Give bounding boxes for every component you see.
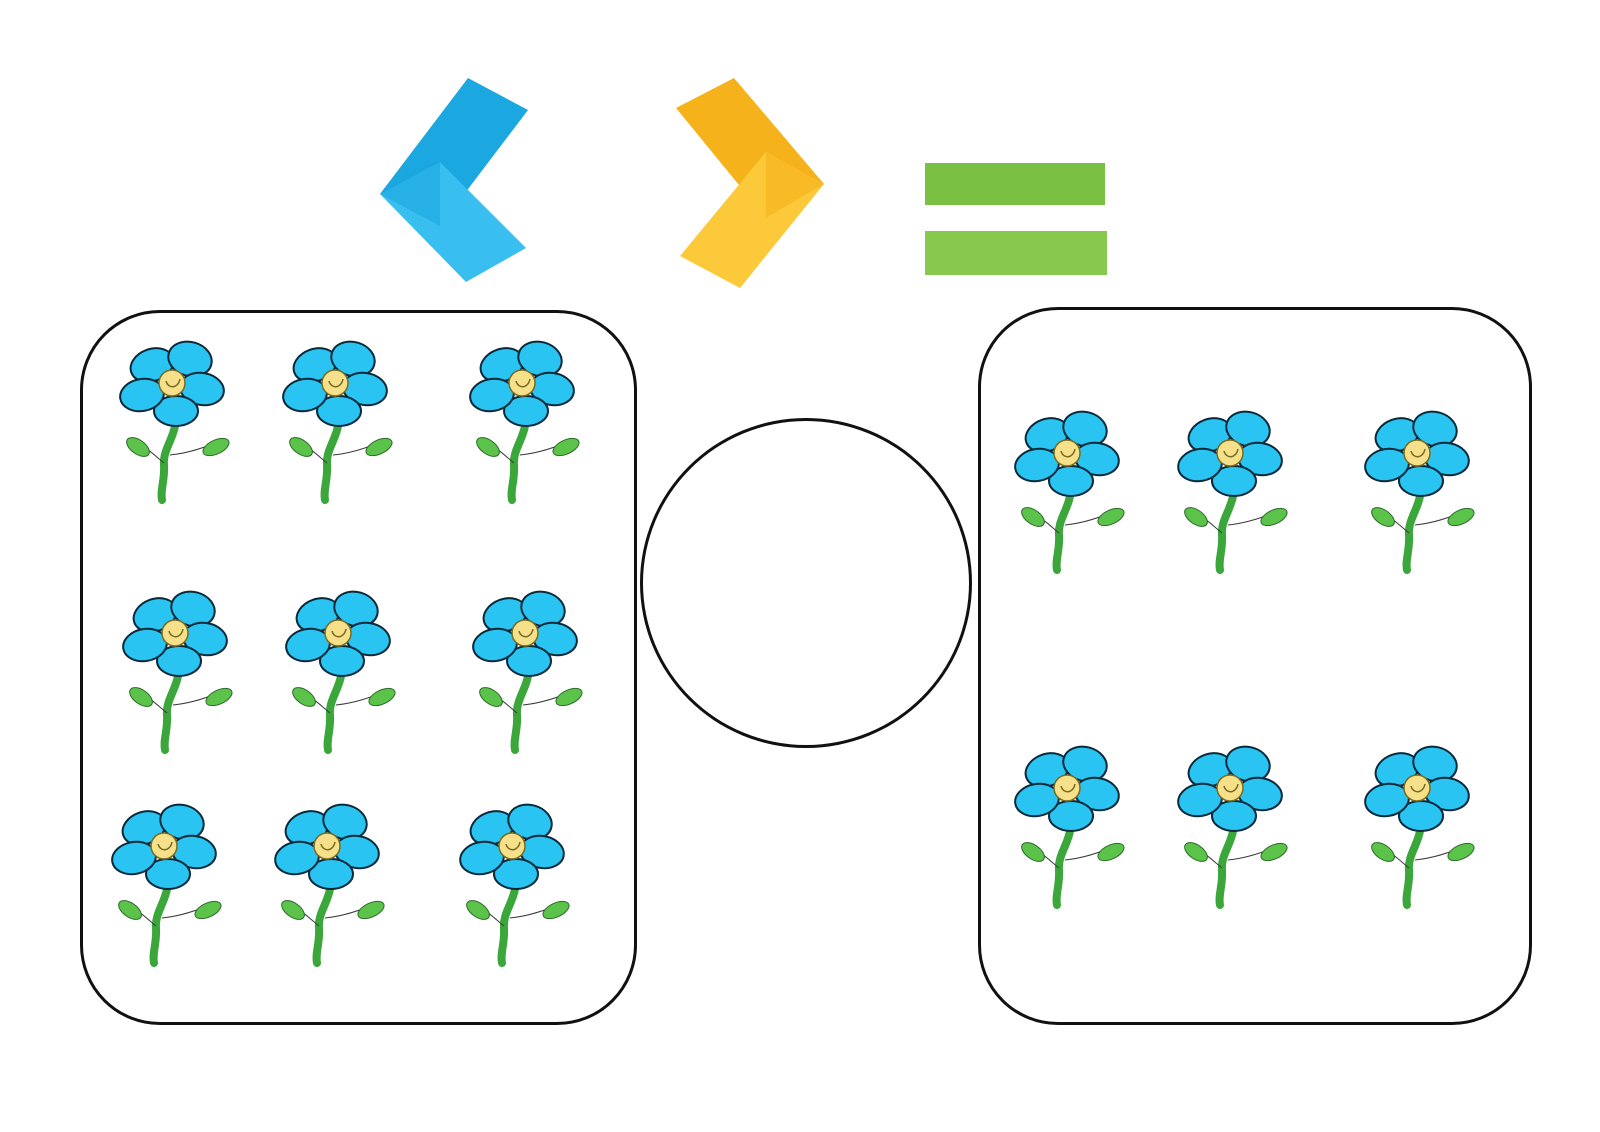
right-flower-2-icon — [1170, 405, 1300, 575]
less-than-joint — [380, 162, 440, 226]
answer-circle[interactable] — [640, 418, 972, 748]
left-flower-8-icon — [267, 798, 397, 968]
left-flower-6-icon — [465, 585, 595, 755]
left-flower-9-icon — [452, 798, 582, 968]
equals-top-bar — [925, 163, 1105, 205]
right-flower-4-icon — [1007, 740, 1137, 910]
right-flower-3-icon — [1357, 405, 1487, 575]
equals-symbol[interactable] — [920, 158, 1110, 283]
less-than-symbol[interactable] — [370, 70, 540, 295]
equals-bottom-bar — [925, 231, 1107, 275]
left-flower-1-icon — [112, 335, 242, 505]
greater-than-joint — [766, 152, 824, 218]
left-flower-7-icon — [104, 798, 234, 968]
right-flower-1-icon — [1007, 405, 1137, 575]
left-flower-4-icon — [115, 585, 245, 755]
left-flower-3-icon — [462, 335, 592, 505]
right-flower-5-icon — [1170, 740, 1300, 910]
right-flower-6-icon — [1357, 740, 1487, 910]
left-flower-5-icon — [278, 585, 408, 755]
left-flower-2-icon — [275, 335, 405, 505]
greater-than-symbol[interactable] — [670, 72, 835, 297]
